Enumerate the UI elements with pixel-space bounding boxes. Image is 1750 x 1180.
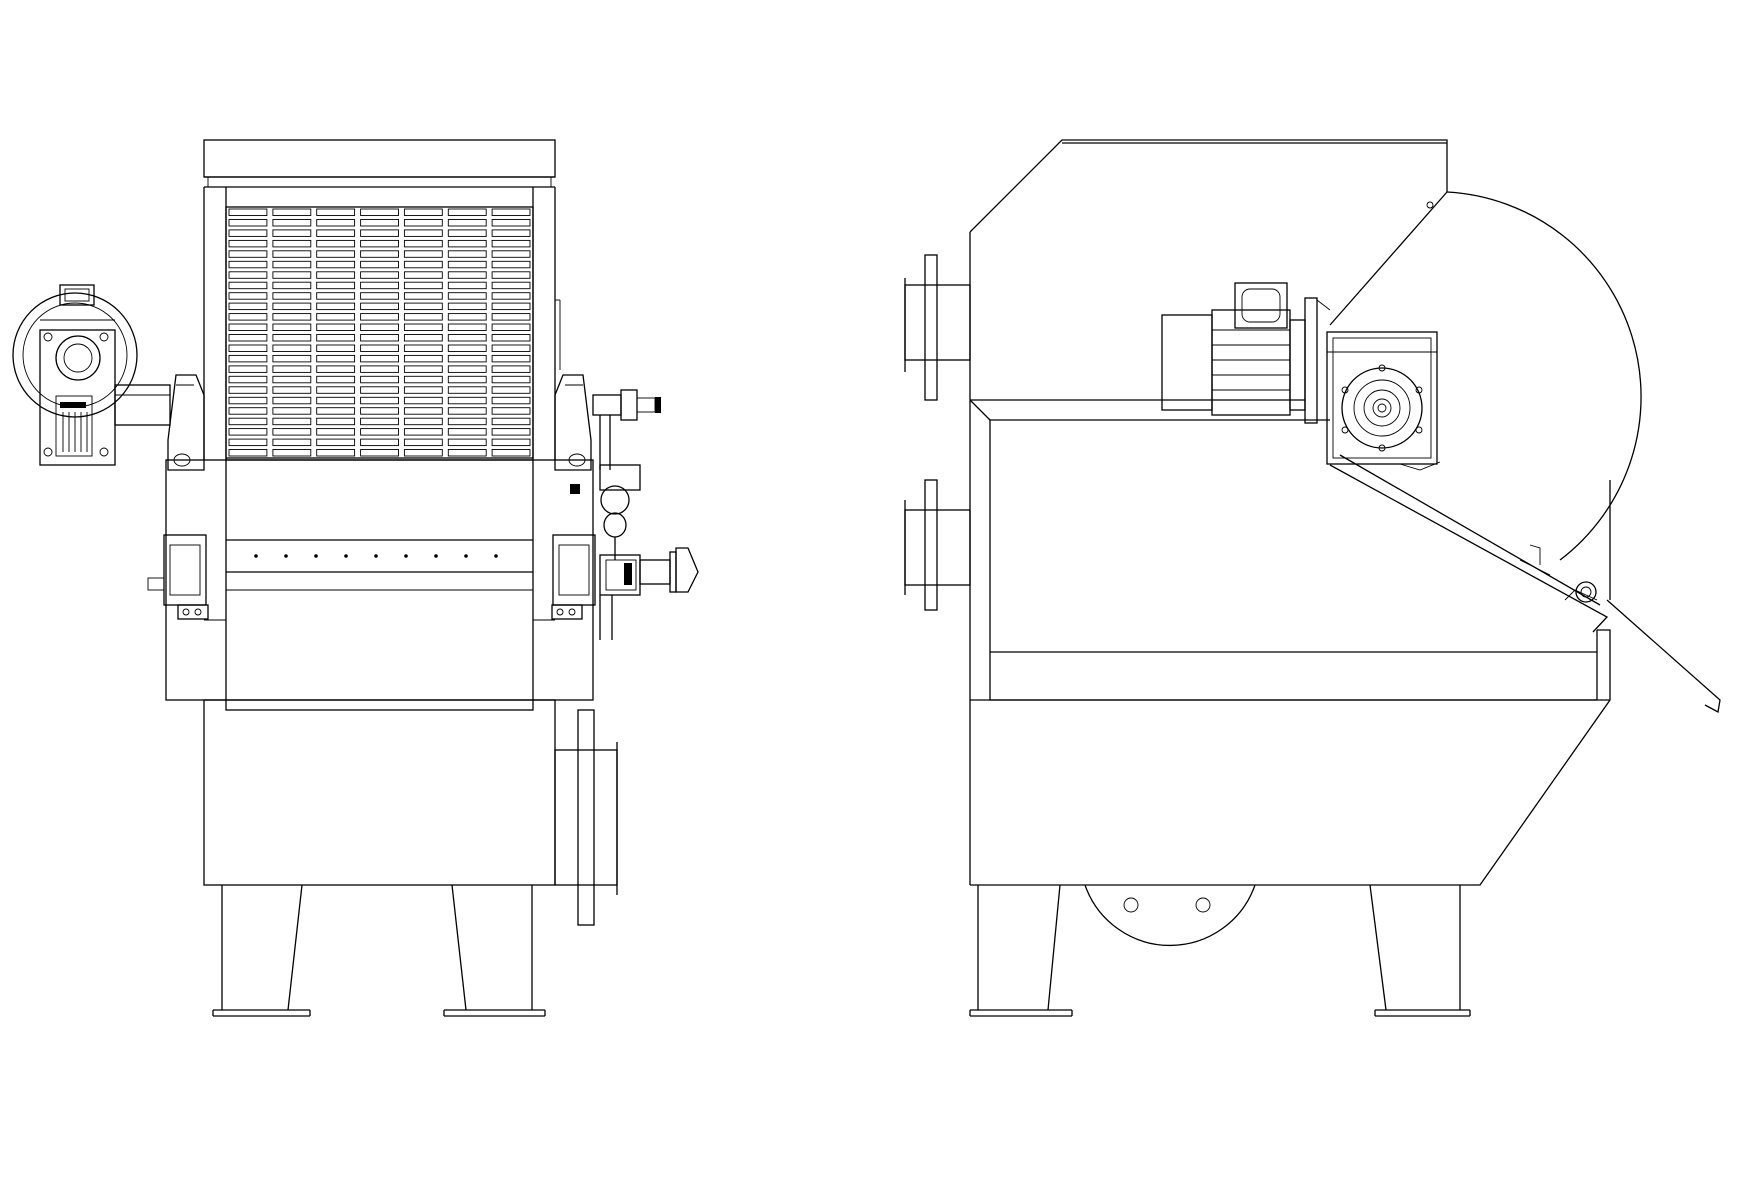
frame-columns: [203, 187, 561, 460]
side-view: [904, 139, 1721, 1017]
front-valve-assembly: [570, 389, 699, 640]
top-cover: [203, 139, 556, 188]
front-view: MOTOVARIO: [12, 139, 699, 1017]
side-scraper: [1519, 544, 1721, 714]
side-motor: [1161, 282, 1331, 424]
side-body: [969, 139, 1611, 886]
right-bearing: [551, 374, 596, 620]
side-drain: [1084, 884, 1256, 946]
side-gearbox: [1326, 331, 1441, 471]
side-drum-hood: [1329, 191, 1642, 633]
front-legs: [212, 884, 546, 1017]
drum-band: [225, 459, 534, 711]
front-gear-motor: MOTOVARIO: [12, 284, 171, 466]
front-tank: [165, 459, 594, 886]
left-bearing: [147, 374, 209, 620]
side-inlet-flanges: [904, 254, 971, 611]
side-legs: [969, 884, 1471, 1017]
motor-label: MOTOVARIO: [60, 403, 84, 408]
front-outlet-flange: [554, 709, 618, 926]
drum-screen: [225, 206, 534, 459]
